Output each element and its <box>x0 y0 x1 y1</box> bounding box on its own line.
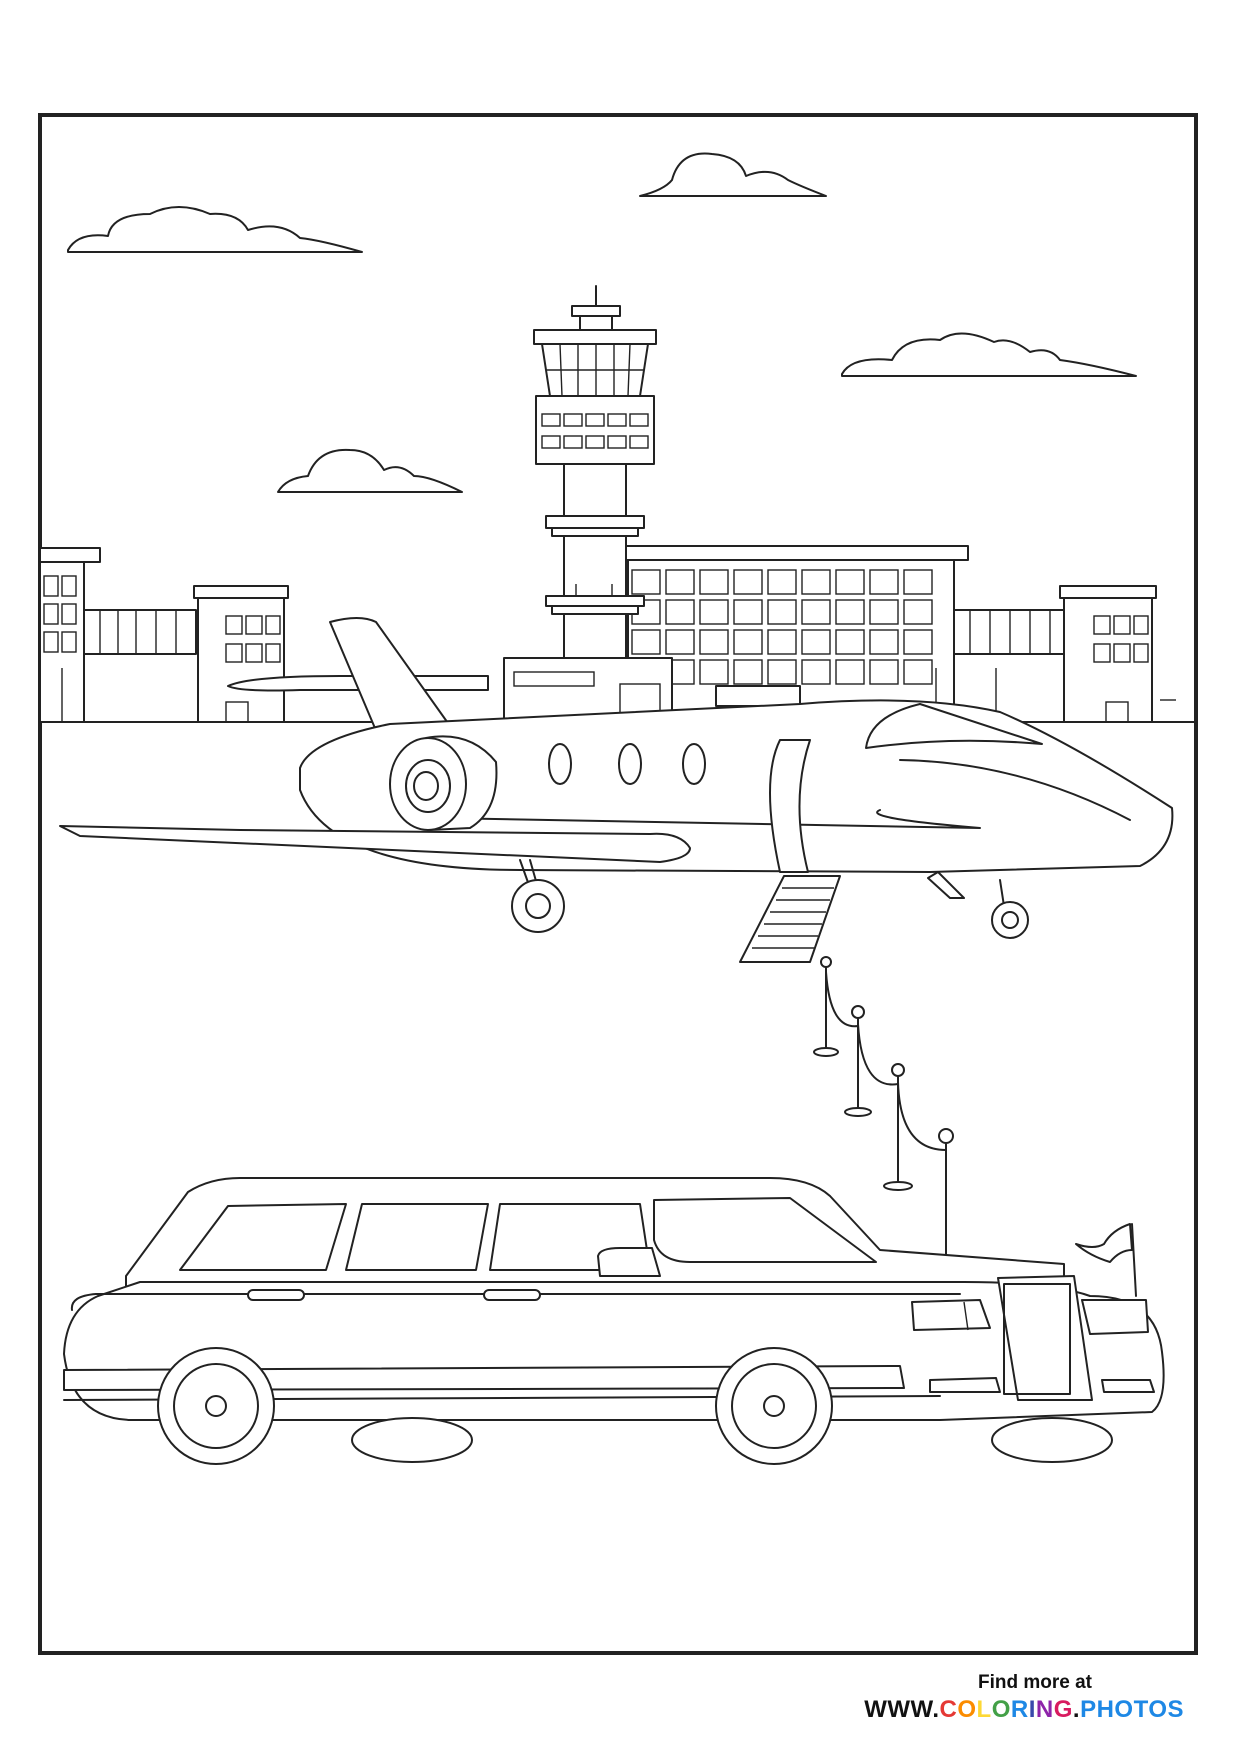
footer-attribution: Find more at WWW.COLORING.PHOTOS <box>864 1672 1184 1724</box>
url-letter: O <box>991 1696 1011 1723</box>
website-url[interactable]: WWW.COLORING.PHOTOS <box>864 1696 1184 1724</box>
control-tower-icon <box>533 285 657 659</box>
limousine-icon <box>63 1177 1165 1465</box>
url-letter: L <box>976 1696 992 1723</box>
stanchion-icon <box>813 956 954 1263</box>
terminal-building-right <box>935 585 1176 723</box>
url-suffix: PHOTOS <box>1080 1696 1184 1723</box>
url-letter: R <box>1010 1696 1029 1723</box>
url-prefix: WWW. <box>864 1696 940 1723</box>
find-more-text: Find more at <box>977 1672 1092 1693</box>
url-letter: O <box>957 1696 977 1723</box>
cloud-icon <box>277 448 463 493</box>
url-letter: I <box>1028 1696 1036 1723</box>
main-terminal <box>503 545 969 723</box>
url-dot: . <box>1072 1696 1081 1723</box>
cloud-icon <box>67 206 363 253</box>
cloud-icon <box>841 332 1137 377</box>
cloud-icon <box>639 152 827 197</box>
url-letter: G <box>1053 1696 1073 1723</box>
terminal-building-left <box>39 547 289 723</box>
url-letter: N <box>1035 1696 1054 1723</box>
flag-icon <box>1075 1223 1137 1297</box>
airplane-icon <box>59 617 1174 963</box>
url-letter: C <box>939 1696 958 1723</box>
